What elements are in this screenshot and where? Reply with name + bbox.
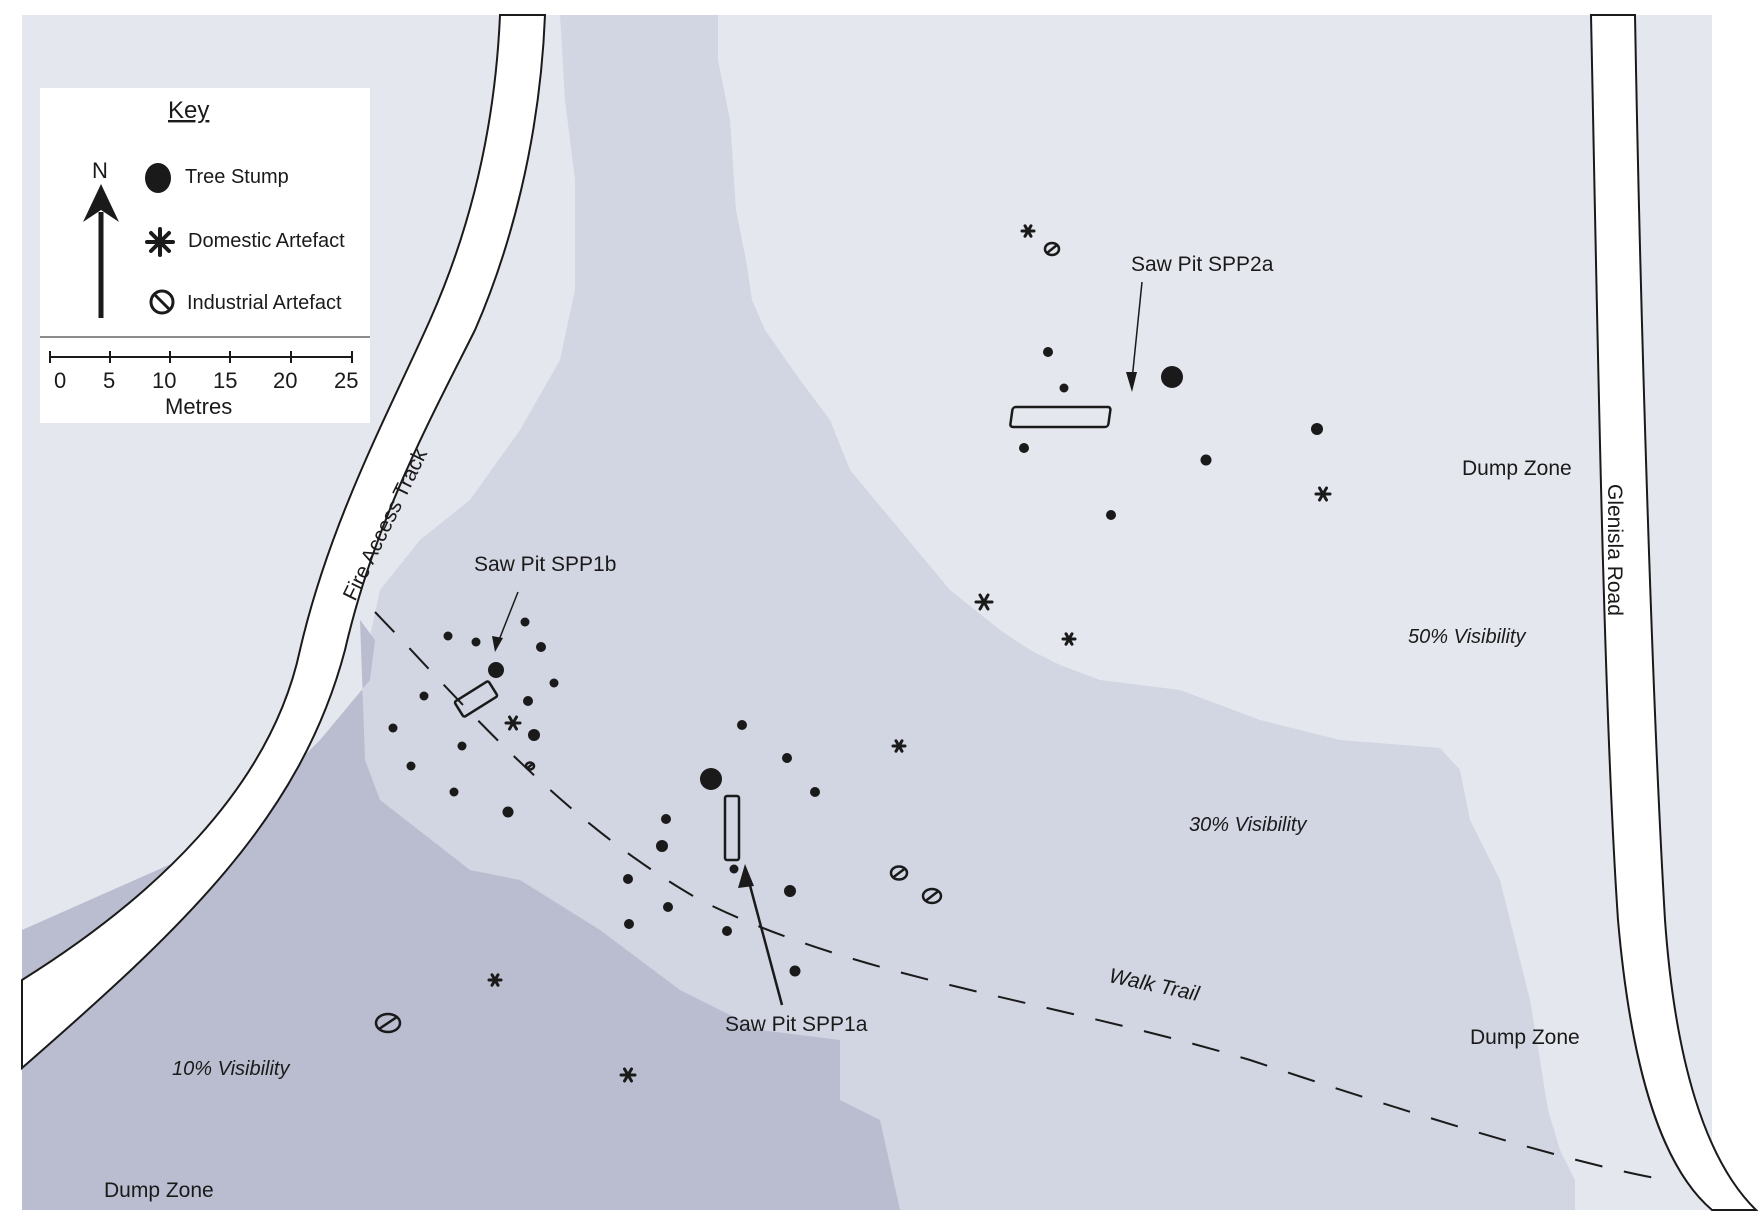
dump-zone-label-southwest: Dump Zone <box>104 1179 214 1202</box>
tree-stump <box>661 814 671 824</box>
tree-stump <box>1311 423 1323 435</box>
saw-pit-spp1b-outline <box>453 680 499 718</box>
domestic-artefact <box>974 593 994 611</box>
tree-stump <box>624 919 634 929</box>
domestic-artefact <box>1020 224 1036 238</box>
domestic-artefacts <box>487 224 1332 1083</box>
tree-stump <box>528 729 540 741</box>
tree-stump <box>810 787 820 797</box>
dump-zone-label-east: Dump Zone <box>1462 457 1572 480</box>
tree-stump <box>520 617 530 627</box>
industrial-artefact <box>1043 241 1061 257</box>
industrial-artefact <box>524 761 536 771</box>
map-key: Key N Tree Stump Domestic Artefact Indus… <box>40 88 370 423</box>
scale-tick-label: 25 <box>334 368 358 393</box>
tree-stump <box>1106 510 1116 520</box>
tree-stump <box>623 874 633 884</box>
scale-tick-label: 0 <box>54 368 66 393</box>
tree-stump <box>449 787 459 797</box>
tree-stumps <box>388 347 1323 977</box>
tree-stump <box>523 696 533 706</box>
key-background <box>40 88 370 423</box>
tree-stump <box>457 741 467 751</box>
saw-pit-spp1a-label: Saw Pit SPP1a <box>725 1013 868 1036</box>
key-title: Key <box>168 97 209 124</box>
tree-stump <box>1200 454 1212 466</box>
tree-stump <box>406 761 416 771</box>
domestic-artefact <box>504 715 522 731</box>
tree-stump <box>722 926 732 936</box>
asterisk-icon <box>145 227 175 257</box>
scale-tick-label: 15 <box>213 368 237 393</box>
industrial-artefact <box>921 887 943 905</box>
filled-circle-icon <box>145 163 171 193</box>
domestic-artefact <box>1061 632 1077 646</box>
tree-stump <box>663 902 673 912</box>
scale-tick-label: 5 <box>103 368 115 393</box>
glenisla-road <box>1589 14 1759 1211</box>
tree-stump <box>1059 383 1069 393</box>
tree-stump <box>488 662 504 678</box>
zone-10-visibility <box>22 620 900 1210</box>
tree-stump <box>729 864 739 874</box>
glenisla-road-label: Glenisla Road <box>1603 484 1626 616</box>
spp1a-pointer <box>746 877 784 1006</box>
saw-pit-spp1a-outline <box>723 794 741 862</box>
tree-stump <box>502 806 514 818</box>
scale-unit-label: Metres <box>165 394 232 419</box>
tree-stump <box>784 885 796 897</box>
tree-stump <box>789 965 801 977</box>
slashed-circle-icon <box>149 289 175 315</box>
fire-access-track <box>21 14 547 1071</box>
tree-stump <box>549 678 559 688</box>
scale-tick-label: 20 <box>273 368 297 393</box>
saw-pit-spp2a-label: Saw Pit SPP2a <box>1131 253 1274 276</box>
scale-tick-label: 10 <box>152 368 176 393</box>
industrial-artefact <box>374 1012 402 1034</box>
key-item-tree-stump: Tree Stump <box>185 166 289 188</box>
domestic-artefact <box>619 1067 637 1083</box>
saw-pit-spp1b-label: Saw Pit SPP1b <box>474 553 616 576</box>
tree-stump <box>1019 443 1029 453</box>
industrial-artefact <box>889 865 909 881</box>
industrial-artefacts <box>374 241 1061 1034</box>
north-arrow-icon <box>83 184 119 222</box>
visibility-50-label: 50% Visibility <box>1408 626 1526 648</box>
tree-stump <box>536 642 546 652</box>
domestic-artefact <box>1314 486 1332 502</box>
tree-stump <box>388 723 398 733</box>
spp2a-pointer-head <box>1126 372 1137 392</box>
scale-bar <box>49 351 353 363</box>
tree-stump <box>1043 347 1053 357</box>
tree-stump <box>700 768 722 790</box>
spp1b-pointer <box>498 591 519 641</box>
dump-zone-label-southeast: Dump Zone <box>1470 1026 1580 1049</box>
spp1a-pointer-head <box>738 864 754 888</box>
tree-stump <box>1161 366 1183 388</box>
visibility-30-label: 30% Visibility <box>1189 814 1307 836</box>
north-label: N <box>92 158 108 183</box>
tree-stump <box>443 631 453 641</box>
saw-pit-spp2a-outline <box>1009 405 1112 429</box>
tree-stump <box>419 691 429 701</box>
tree-stump <box>471 637 481 647</box>
domestic-artefact <box>487 973 503 987</box>
tree-stump <box>782 753 792 763</box>
visibility-10-label: 10% Visibility <box>172 1058 290 1080</box>
domestic-artefact <box>891 739 907 753</box>
key-item-domestic-artefact: Domestic Artefact <box>188 230 345 252</box>
spp1b-pointer-head <box>492 636 503 652</box>
spp2a-pointer <box>1131 281 1143 381</box>
key-item-industrial-artefact: Industrial Artefact <box>187 292 342 314</box>
tree-stump <box>656 840 668 852</box>
tree-stump <box>737 720 747 730</box>
